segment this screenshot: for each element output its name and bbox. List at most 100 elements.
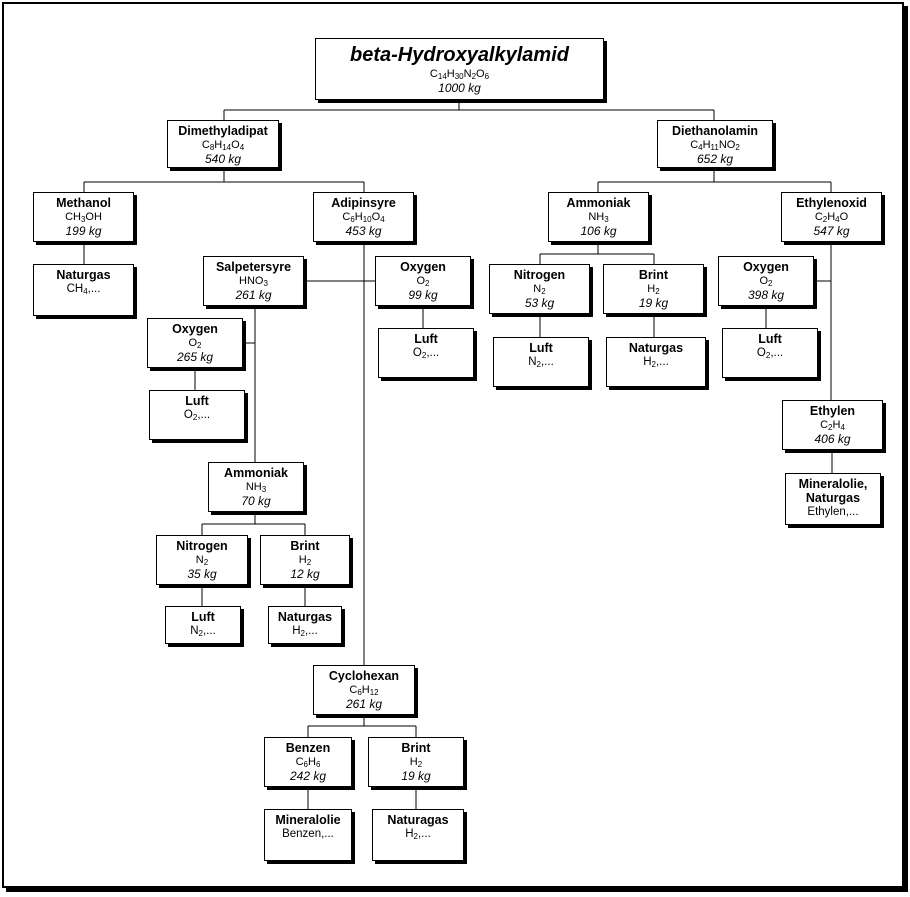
node-formula: NH3: [588, 211, 609, 224]
node-mass: 652 kg: [696, 152, 734, 166]
node-name: Brint: [638, 268, 669, 282]
node-name: Naturgas: [628, 341, 684, 355]
node-mass: 12 kg: [290, 567, 320, 581]
node-mass: 106 kg: [580, 224, 617, 238]
node-source: O2,...: [412, 347, 440, 360]
node-name: Ammoniak: [224, 466, 288, 480]
node-formula: C14H30N2O6: [429, 68, 490, 81]
node-name: Benzen: [285, 741, 331, 755]
node-mass: 70 kg: [241, 494, 271, 508]
node-mass: 398 kg: [747, 288, 785, 302]
node-mass: 540 kg: [204, 152, 242, 166]
node-mass: 242 kg: [289, 769, 327, 783]
node-name: Naturgas: [277, 610, 333, 624]
node-formula: C2H4: [820, 419, 845, 432]
node-name: beta-Hydroxyalkylamid: [350, 44, 569, 66]
node-mass: 99 kg: [408, 288, 438, 302]
node-mass: 453 kg: [345, 224, 382, 238]
node-name: Brint: [290, 539, 320, 553]
node-formula: C6H6: [295, 756, 321, 769]
node-name: Methanol: [56, 196, 111, 210]
node-name: Luft: [414, 332, 438, 346]
node-name: Cyclohexan: [328, 669, 400, 683]
node-formula: H2: [409, 756, 423, 769]
node-formula: C2H4O: [814, 211, 849, 224]
node-name: Mineralolie,: [798, 477, 868, 491]
node-source: O2,...: [756, 347, 784, 360]
node-name: Nitrogen: [176, 539, 228, 553]
node-mass: 35 kg: [187, 567, 217, 581]
node-name: Luft: [185, 394, 209, 408]
node-name: Oxygen: [400, 260, 446, 274]
node-source: Benzen,...: [282, 828, 334, 840]
node-source: H2,...: [405, 828, 431, 841]
node-name: Naturgas: [805, 491, 861, 505]
node-formula: C8H14O4: [201, 139, 245, 152]
node-name: Ammoniak: [566, 196, 631, 210]
node-name: Nitrogen: [513, 268, 566, 282]
node-mass: 261 kg: [235, 288, 272, 302]
node-formula: NH3: [245, 481, 267, 494]
node-name: Diethanolamin: [671, 124, 759, 138]
node-source: H2,...: [643, 356, 669, 369]
node-formula: C6H10O4: [342, 211, 385, 224]
node-source: N2,...: [190, 625, 216, 638]
node-name: Naturgas: [56, 268, 111, 282]
node-name: Oxygen: [743, 260, 789, 274]
node-name: Luft: [529, 341, 553, 355]
node-name: Dimethyladipat: [178, 124, 268, 138]
node-mass: 265 kg: [176, 350, 214, 364]
node-mass: 406 kg: [814, 432, 851, 446]
node-name: Mineralolie: [275, 813, 341, 827]
node-source: Ethylen,...: [807, 506, 859, 518]
node-formula: CH3OH: [65, 211, 102, 224]
node-formula: O2: [416, 275, 430, 288]
node-mass: 547 kg: [813, 224, 850, 238]
node-name: Ethylen: [809, 404, 856, 418]
node-name: Adipinsyre: [331, 196, 396, 210]
node-formula: N2: [533, 283, 546, 296]
node-mass: 199 kg: [65, 224, 102, 238]
node-formula: C6H12: [349, 684, 379, 697]
node-name: Salpetersyre: [215, 260, 292, 274]
node-mass: 1000 kg: [438, 81, 481, 95]
node-name: Oxygen: [172, 322, 218, 336]
node-formula: O2: [759, 275, 773, 288]
node-formula: C4H11NO2: [690, 139, 740, 152]
node-source: H2,...: [292, 625, 318, 638]
node-mass: 19 kg: [401, 769, 431, 783]
node-formula: O2: [188, 337, 202, 350]
node-formula: N2: [195, 554, 209, 567]
node-formula: HNO3: [239, 275, 268, 288]
